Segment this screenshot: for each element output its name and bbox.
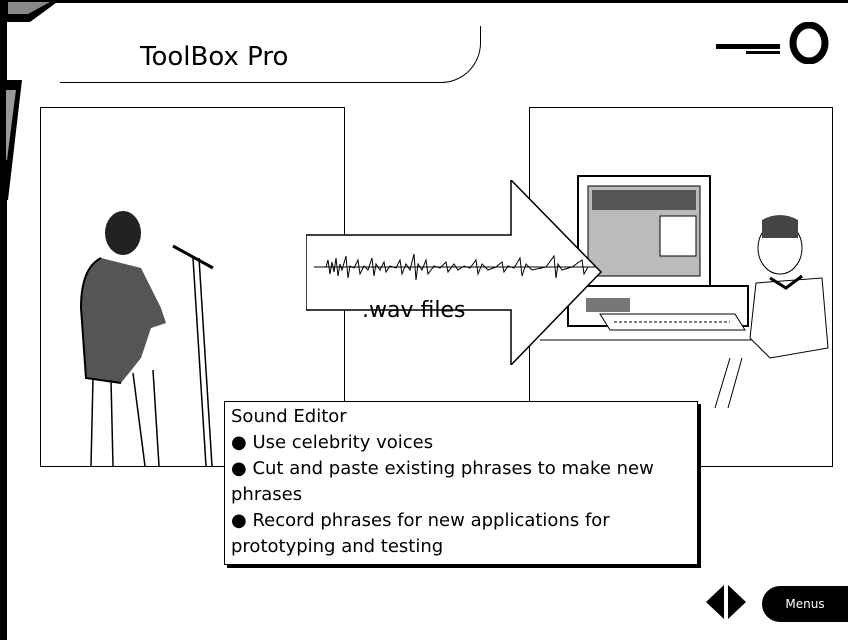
bullet-text: Record phrases for new applications for … [231, 510, 610, 557]
corner-decoration [0, 0, 60, 22]
brand-wordmark [716, 44, 780, 54]
window-top-frame [0, 0, 848, 3]
triangle-left-icon[interactable] [706, 585, 724, 619]
page-title: ToolBox Pro [140, 42, 289, 72]
bullet-text: Use celebrity voices [252, 432, 434, 453]
callout-bullet-2: ● Cut and paste existing phrases to make… [231, 458, 654, 505]
bullet-text: Cut and paste existing phrases to make n… [231, 458, 654, 505]
computer-illustration [540, 175, 829, 409]
ring-logo-icon [789, 22, 829, 64]
nav-arrows [706, 585, 746, 619]
callout-heading: Sound Editor [231, 406, 347, 427]
info-callout: Sound Editor ● Use celebrity voices ● Cu… [224, 401, 698, 565]
window-left-frame [0, 0, 7, 640]
wav-arrow [306, 180, 603, 365]
callout-bullet-1: ● Use celebrity voices [231, 432, 434, 453]
callout-bullet-3: ● Record phrases for new applications fo… [231, 510, 610, 557]
menus-button[interactable]: Menus [762, 586, 848, 622]
waveform [314, 253, 596, 281]
arrow-label: .wav files [362, 298, 466, 323]
speaker-illustration [79, 211, 214, 467]
triangle-right-icon[interactable] [728, 585, 746, 619]
side-decoration [0, 80, 22, 200]
